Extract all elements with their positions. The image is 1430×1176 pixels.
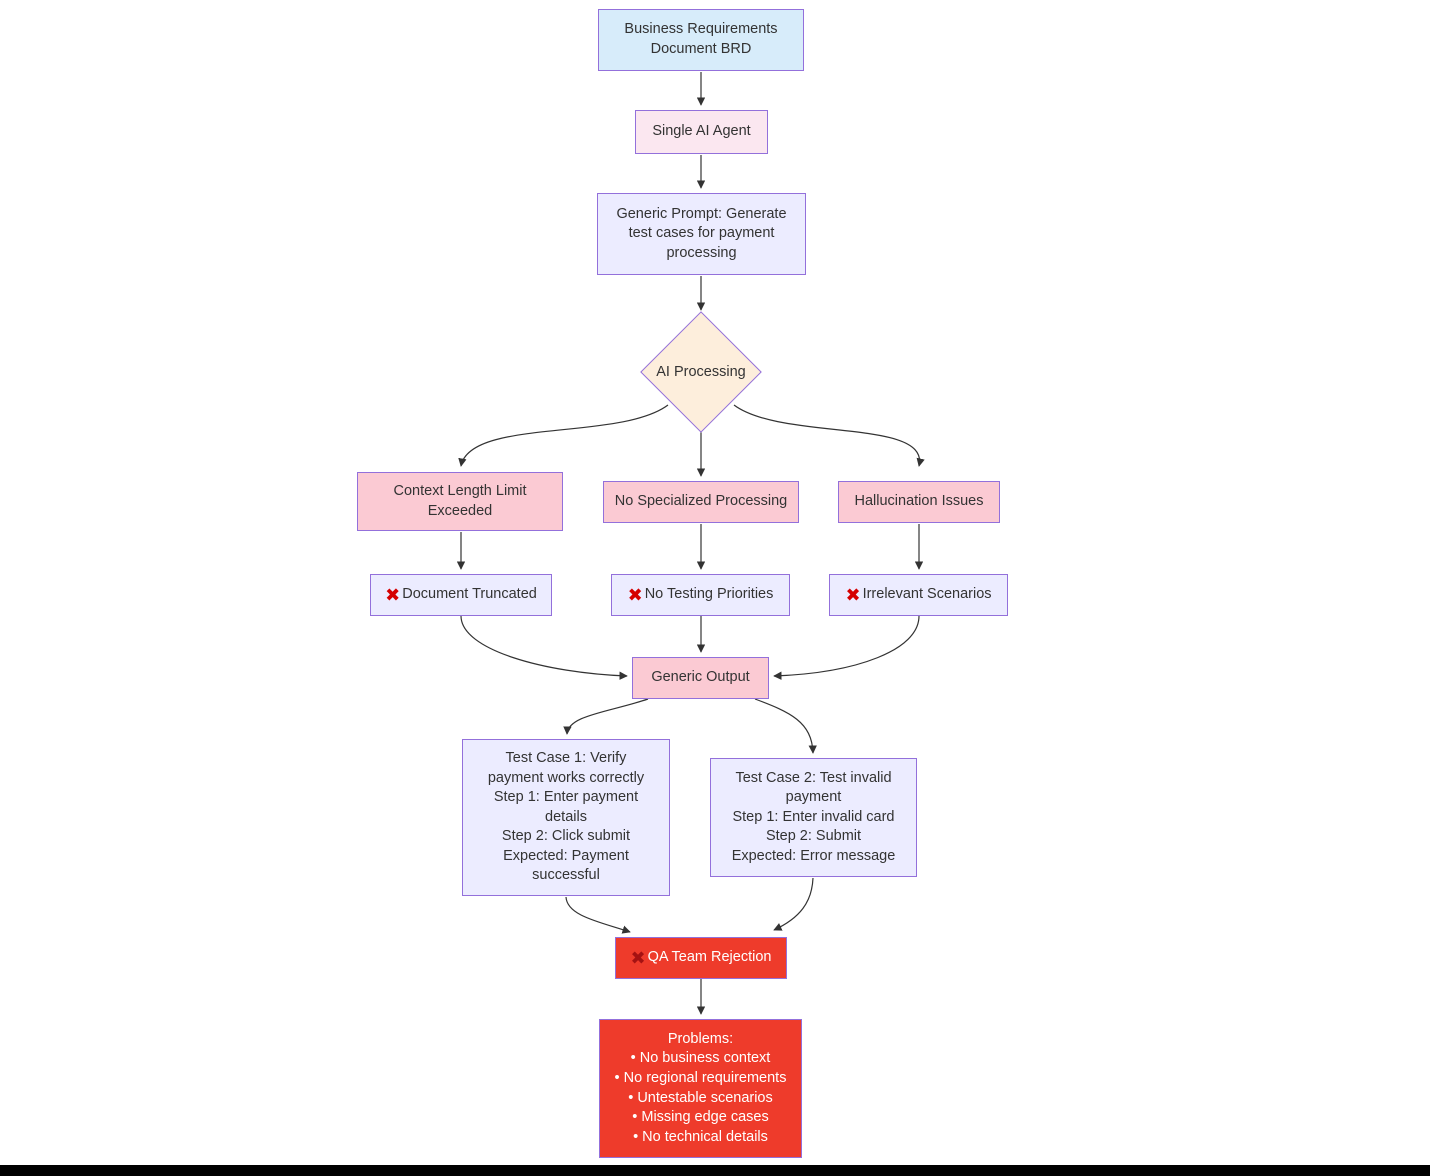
node-qa-team-rejection-label: QA Team Rejection (647, 949, 772, 966)
node-no-testing-priorities: ✖No Testing Priorities (611, 574, 790, 616)
edge-genericoutput-testcase1 (563, 698, 649, 735)
node-irrelevant-scenarios: ✖Irrelevant Scenarios (829, 574, 1008, 616)
node-context-length-limit: Context Length Limit Exceeded (357, 472, 563, 531)
edge-genericoutput-testcase2 (754, 698, 817, 754)
node-ai-processing-label: AI Processing (656, 364, 746, 380)
node-no-testing-priorities-label: No Testing Priorities (644, 586, 774, 603)
node-single-ai-agent: Single AI Agent (635, 110, 768, 154)
node-business-requirements-document: Business Requirements Document BRD (598, 9, 804, 71)
edge-irrelevant-genericoutput (773, 615, 920, 680)
node-qa-team-rejection: ✖QA Team Rejection (615, 937, 787, 979)
node-document-truncated-label: Document Truncated (402, 586, 537, 603)
node-irrelevant-scenarios-label: Irrelevant Scenarios (862, 586, 992, 603)
x-cross-icon: ✖ (630, 948, 646, 968)
x-cross-icon: ✖ (385, 585, 401, 605)
node-test-case-1: Test Case 1: Verify payment works correc… (462, 739, 670, 896)
edge-processing-hallucination (733, 404, 925, 467)
node-hallucination-issues: Hallucination Issues (838, 481, 1000, 523)
edge-processing-context (458, 404, 669, 467)
x-cross-icon: ✖ (627, 585, 643, 605)
node-document-truncated: ✖Document Truncated (370, 574, 552, 616)
node-generic-prompt: Generic Prompt: Generate test cases for … (597, 193, 806, 275)
node-no-specialized-processing: No Specialized Processing (603, 481, 799, 523)
node-test-case-2: Test Case 2: Test invalid payment Step 1… (710, 758, 917, 877)
x-cross-icon: ✖ (845, 585, 861, 605)
edge-testcase1-qarejection (565, 896, 631, 934)
edge-testcase2-qarejection (773, 877, 814, 931)
bottom-black-bar (0, 1165, 1430, 1176)
edge-doctruncated-genericoutput (460, 615, 628, 680)
node-problems-list: Problems: • No business context • No reg… (599, 1019, 802, 1158)
node-ai-processing: AI Processing (640, 311, 762, 433)
node-generic-output: Generic Output (632, 657, 769, 699)
